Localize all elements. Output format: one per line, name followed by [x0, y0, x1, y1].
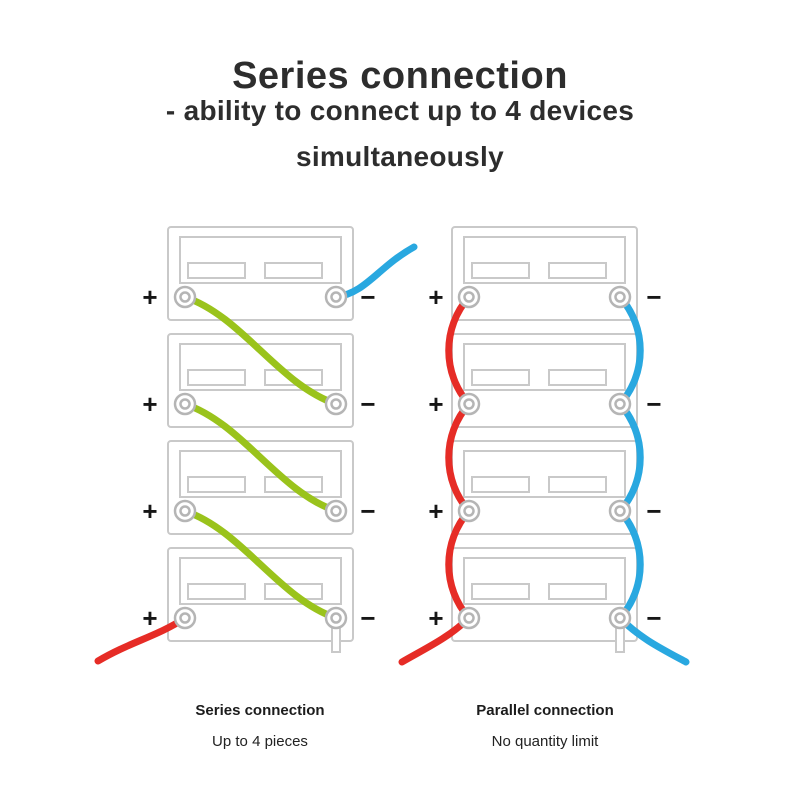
plus-sign: + [142, 496, 157, 526]
minus-sign: − [646, 389, 661, 419]
minus-sign: − [360, 389, 375, 419]
battery-terminal [173, 285, 197, 309]
battery-terminal [608, 285, 632, 309]
minus-sign: − [360, 603, 375, 633]
plus-sign: + [428, 603, 443, 633]
wire-green-1 [181, 293, 340, 408]
wire-green-2 [181, 400, 340, 515]
battery-terminal [457, 392, 481, 416]
battery-terminal [324, 606, 348, 630]
battery [451, 333, 638, 428]
minus-sign: − [646, 496, 661, 526]
parallel-caption: Parallel connection No quantity limit [395, 702, 695, 750]
battery-terminal [324, 499, 348, 523]
battery-terminal [173, 606, 197, 630]
page-subtitle: - ability to connect up to 4 devices sim… [0, 88, 800, 180]
wire-green-3 [181, 507, 340, 622]
minus-sign: − [360, 282, 375, 312]
plus-sign: + [142, 389, 157, 419]
battery-terminal [608, 606, 632, 630]
battery-terminal [608, 499, 632, 523]
battery [451, 547, 638, 642]
subtitle-line-1: - ability to connect up to 4 devices [165, 95, 635, 126]
battery-terminal [457, 606, 481, 630]
plus-sign: + [142, 282, 157, 312]
battery-terminal [608, 392, 632, 416]
series-caption-subtitle: Up to 4 pieces [212, 733, 308, 750]
minus-sign: − [646, 603, 661, 633]
page-title: Series connection [232, 55, 568, 98]
plus-sign: + [428, 496, 443, 526]
subtitle-line-2: simultaneously [295, 141, 505, 172]
plus-sign: + [428, 389, 443, 419]
plus-sign: + [428, 282, 443, 312]
battery-terminal [173, 392, 197, 416]
series-caption-title: Series connection [195, 702, 325, 719]
battery [167, 226, 354, 321]
battery [451, 440, 638, 535]
series-diagram: + − + − + − + − [94, 226, 418, 665]
battery-terminal [457, 499, 481, 523]
battery-terminal [324, 392, 348, 416]
battery-terminal [173, 499, 197, 523]
minus-sign: − [646, 282, 661, 312]
minus-sign: − [360, 496, 375, 526]
parallel-caption-title: Parallel connection [476, 702, 614, 719]
parallel-caption-subtitle: No quantity limit [491, 733, 599, 750]
wiring-diagram: + − + − + − + − + − [94, 226, 690, 666]
parallel-diagram: + − + − + − + − [398, 226, 690, 666]
battery-terminal [324, 285, 348, 309]
plus-sign: + [142, 603, 157, 633]
battery-terminal [457, 285, 481, 309]
battery [451, 226, 638, 321]
series-caption: Series connection Up to 4 pieces [110, 702, 410, 750]
